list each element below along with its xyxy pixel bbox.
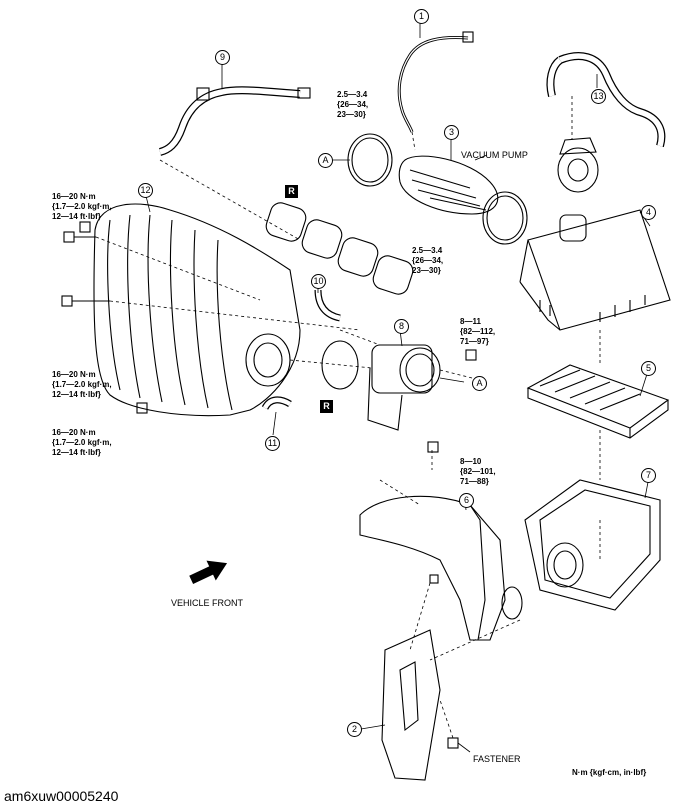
air-duct	[359, 495, 523, 641]
throttle-body	[367, 344, 441, 431]
intake-manifold	[93, 203, 301, 417]
callout-5: 5	[641, 361, 656, 376]
torque-throttle-body: 8—11{82—112,71—97}	[460, 317, 496, 346]
callout-2: 2	[347, 722, 362, 737]
torque-clamp-lower: 2.5—3.4{26—34,23—30}	[412, 246, 444, 275]
torque-bracket: 8—10{82—101,71—88}	[460, 457, 496, 486]
air-hose-3	[398, 155, 499, 215]
callout-9: 9	[215, 50, 230, 65]
callout-10: 10	[311, 274, 326, 289]
torque-clamp-upper: 2.5—3.4{26—34,23—30}	[337, 90, 369, 119]
callout-4: 4	[641, 205, 656, 220]
figure-id: am6xuw00005240	[4, 788, 119, 804]
callout-6: 6	[459, 493, 474, 508]
air-filter	[526, 364, 670, 439]
throttle-gasket	[321, 340, 359, 390]
vacuum-pump	[557, 147, 599, 193]
bracket-2	[381, 629, 441, 781]
vehicle-front-arrow	[189, 560, 228, 584]
callout-12: 12	[138, 183, 153, 198]
callout-3: 3	[444, 125, 459, 140]
callout-11: 11	[265, 436, 280, 451]
hose-9	[158, 86, 301, 156]
vehicle-front-label: VEHICLE FRONT	[171, 598, 244, 608]
ref-a-lower: A	[472, 376, 487, 391]
unit-label: N·m {kgf·cm, in·lbf}	[572, 768, 647, 777]
torque-manifold-lower: 16—20 N·m{1.7—2.0 kgf·m,12—14 ft·lbf}	[52, 428, 112, 457]
bolts	[61, 221, 477, 749]
vacuum-pump-label: VACUUM PUMP	[461, 150, 528, 160]
callout-8: 8	[394, 319, 409, 334]
callout-7: 7	[641, 468, 656, 483]
torque-manifold-upper: 16—20 N·m{1.7—2.0 kgf·m,12—14 ft·lbf}	[52, 192, 112, 221]
replace-marker-gasket: R	[285, 185, 298, 198]
callout-1: 1	[414, 9, 429, 24]
manifold-gasket	[265, 202, 414, 295]
air-cleaner-cover	[519, 209, 671, 331]
torque-manifold-middle: 16—20 N·m{1.7—2.0 kgf·m,12—14 ft·lbf}	[52, 370, 112, 399]
air-cleaner-case	[524, 479, 661, 611]
ref-a-upper: A	[318, 153, 333, 168]
hose-1	[397, 36, 469, 133]
replace-marker-oring: R	[320, 400, 333, 413]
hose-13	[558, 52, 666, 148]
callout-13: 13	[591, 89, 606, 104]
clamp-a	[347, 133, 393, 187]
fastener-label: FASTENER	[473, 754, 521, 764]
